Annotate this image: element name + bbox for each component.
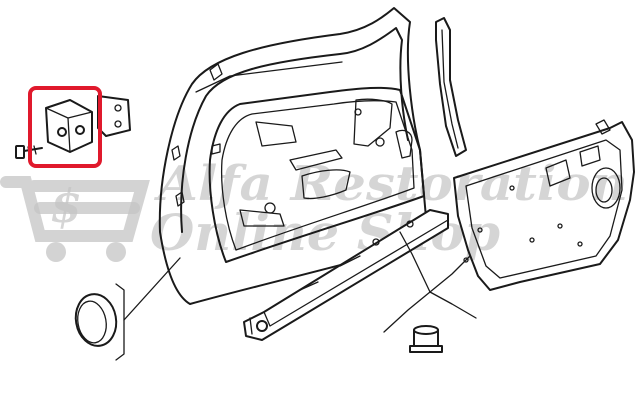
watermark-line2: Online Shop <box>150 203 500 262</box>
svg-text:$: $ <box>50 179 82 233</box>
door-plug-grommet <box>409 325 443 353</box>
door-sill-beam <box>243 209 449 341</box>
highlight-frame <box>28 86 102 168</box>
round-cap-plug <box>74 293 118 347</box>
door-lock-striker-bracket[interactable] <box>15 86 131 168</box>
window-seal-strip <box>435 17 467 157</box>
shopping-cart-icon: $ <box>0 176 150 262</box>
door-trim-panel <box>453 119 635 291</box>
leader-lines <box>115 231 477 361</box>
door-shell <box>158 7 429 305</box>
